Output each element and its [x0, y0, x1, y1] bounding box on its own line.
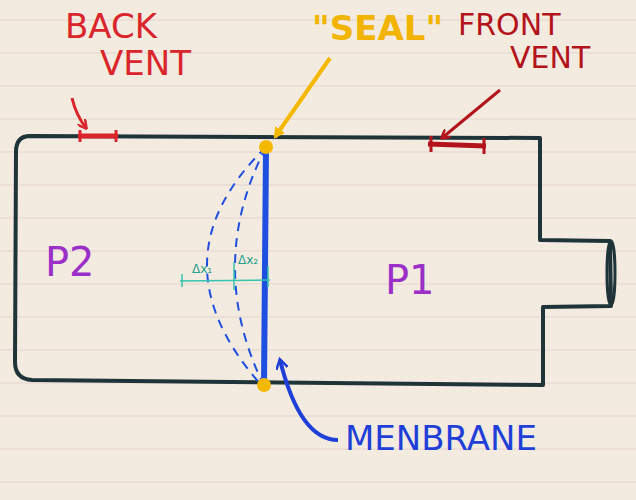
part-label: "SEAL" [312, 10, 443, 47]
delta-x-tick [181, 274, 183, 287]
delta-x-tick [233, 262, 235, 290]
part-label: MENBRANE [345, 420, 537, 457]
delta-x-tick [267, 266, 269, 287]
back-vent [78, 134, 118, 139]
part-label: FRONT VENT [428, 8, 610, 74]
seal-dot [257, 378, 271, 392]
membrane-deflected-outer [207, 147, 266, 386]
front-vent-tick [483, 138, 486, 154]
pressure-label: P2 [45, 240, 95, 284]
port-opening [607, 241, 615, 305]
membrane [264, 148, 266, 385]
pressure-label: P1 [385, 258, 435, 302]
back-vent-tick [115, 130, 118, 142]
front-vent [428, 144, 486, 146]
part-label: BACK VENT [30, 8, 215, 83]
seal-arrow [275, 58, 330, 137]
front-vent-arrow [442, 90, 500, 138]
enclosure-outline [15, 136, 611, 385]
membrane-arrow [280, 360, 338, 440]
dimension-label: Δx₂ [238, 254, 258, 267]
back-vent-arrow [72, 98, 86, 128]
membrane-deflected-inner [235, 147, 266, 386]
front-vent-tick [430, 136, 433, 152]
back-vent-tick [79, 130, 82, 142]
delta-x-line [180, 280, 270, 281]
dimension-label: Δx₁ [192, 263, 212, 276]
seal-dot [259, 140, 273, 154]
